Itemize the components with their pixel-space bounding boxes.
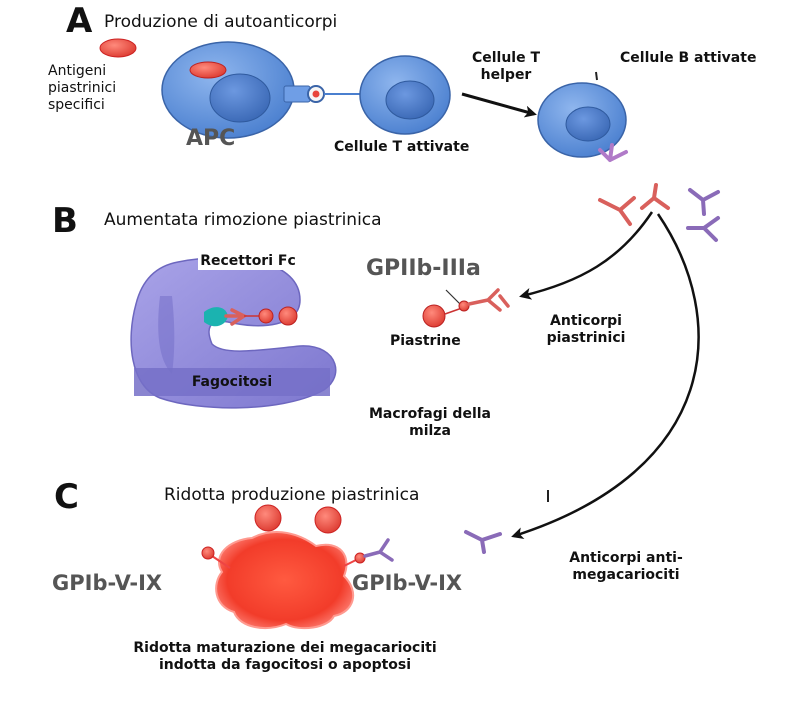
megakaryocyte-icon (201, 531, 394, 630)
t-helper-label: Cellule T helper (471, 50, 541, 83)
mhc-tcr-connector-icon (283, 85, 364, 103)
platelets-label: Piastrine (390, 333, 461, 349)
gpiib-label: GPIIb-IIIa (366, 256, 481, 281)
t-cell-icon (359, 55, 451, 135)
apc-cell-icon (161, 41, 295, 139)
arrow-t-to-b (461, 92, 537, 118)
platelet-icon (314, 506, 342, 534)
section-b-title: Aumentata rimozione piastrinica (104, 210, 382, 230)
gpib-right-label: GPIb-V-IX (352, 571, 463, 595)
fc-receptor-icon (204, 306, 298, 327)
apc-label: APC (186, 126, 236, 151)
arrow-to-megakaryocytes (511, 213, 700, 539)
section-c-title: Ridotta produzione piastrinica (164, 485, 420, 505)
reduced-maturation-label: Ridotta maturazione dei megacariociti in… (133, 640, 437, 673)
antigens-label: Antigeni piastrinici specifici (48, 63, 117, 113)
phagocytosis-box (134, 368, 330, 396)
section-c-letter: C (54, 477, 79, 517)
antigen-icon (99, 38, 137, 58)
phagocytosis-label: Fagocitosi (191, 374, 273, 390)
gpib-left-label: GPIb-V-IX (52, 571, 163, 595)
platelet-icon (254, 504, 282, 532)
arrow-to-platelets (519, 211, 654, 300)
macrophages-label: Macrofagi della milza (369, 406, 491, 439)
b-cell-icon (537, 82, 628, 162)
section-a-letter: A (66, 1, 93, 41)
antiplatelet-ab-label: Anticorpi piastrinici (546, 313, 626, 346)
anti-mk-antibody-icon (464, 530, 502, 554)
t-activated-label: Cellule T attivate (334, 139, 470, 155)
anti-mk-ab-label: Anticorpi anti-megacariociti (569, 550, 683, 583)
b-activated-label: Cellule B attivate (620, 50, 757, 66)
tick-mark-icon (595, 71, 598, 81)
section-b-letter: B (52, 201, 78, 241)
antibody-cluster-icon (598, 183, 720, 242)
section-a-title: Produzione di autoanticorpi (104, 12, 338, 32)
fc-receptors-label: Recettori Fc (198, 253, 298, 270)
platelet-antibody-icon (422, 288, 510, 328)
